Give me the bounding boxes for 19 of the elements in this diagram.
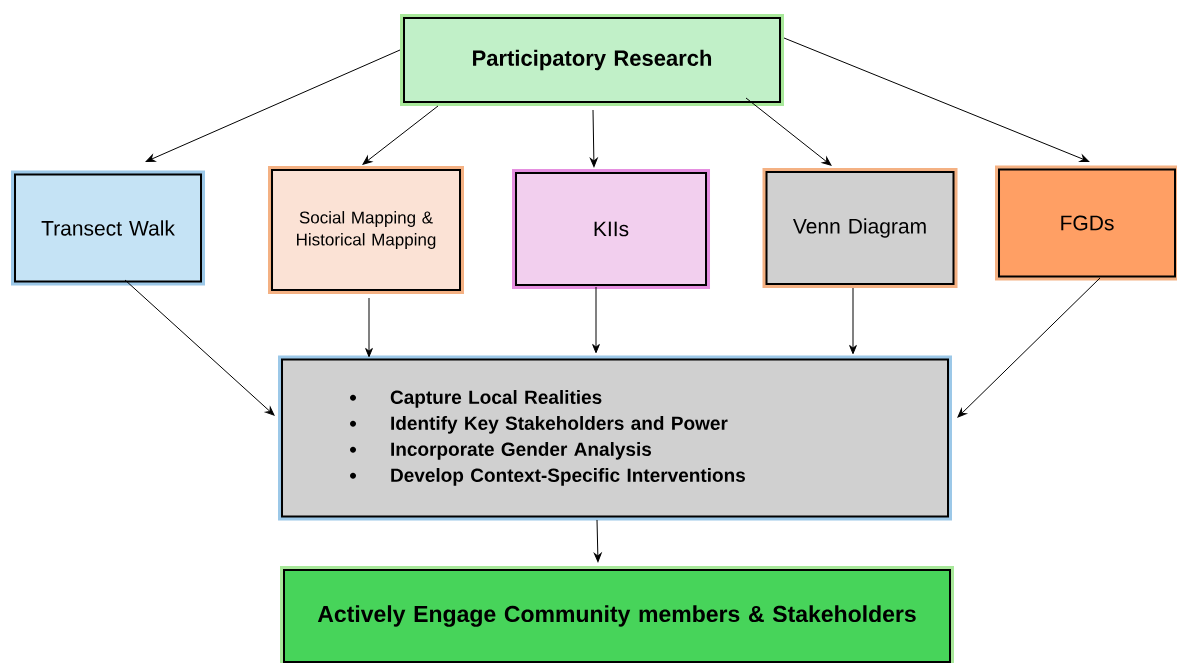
method-box: Social Mapping & Historical Mapping [268,166,464,294]
arrow [592,286,600,354]
arrow [145,49,401,162]
arrow [745,97,832,166]
arrow [957,277,1101,418]
arrow [365,297,373,358]
title-box: Participatory Research [400,14,784,106]
outcome-box: Capture Local Realities Identify Key Stakeholders and Power Incorporate Gender Analysis Develop Context-Specific Interventions [278,355,952,521]
method-box: Venn Diagram [762,168,958,288]
arrow [783,37,1090,163]
arrow [362,105,439,165]
arrow [593,519,602,563]
goal-box: Actively Engage Community members & Stakeholders [280,566,954,663]
arrow [124,279,275,416]
arrow [849,287,857,355]
arrow [590,109,598,168]
method-box: FGDs [995,165,1177,281]
method-box: Transect Walk [11,170,205,286]
method-box: KIIs [512,169,710,289]
